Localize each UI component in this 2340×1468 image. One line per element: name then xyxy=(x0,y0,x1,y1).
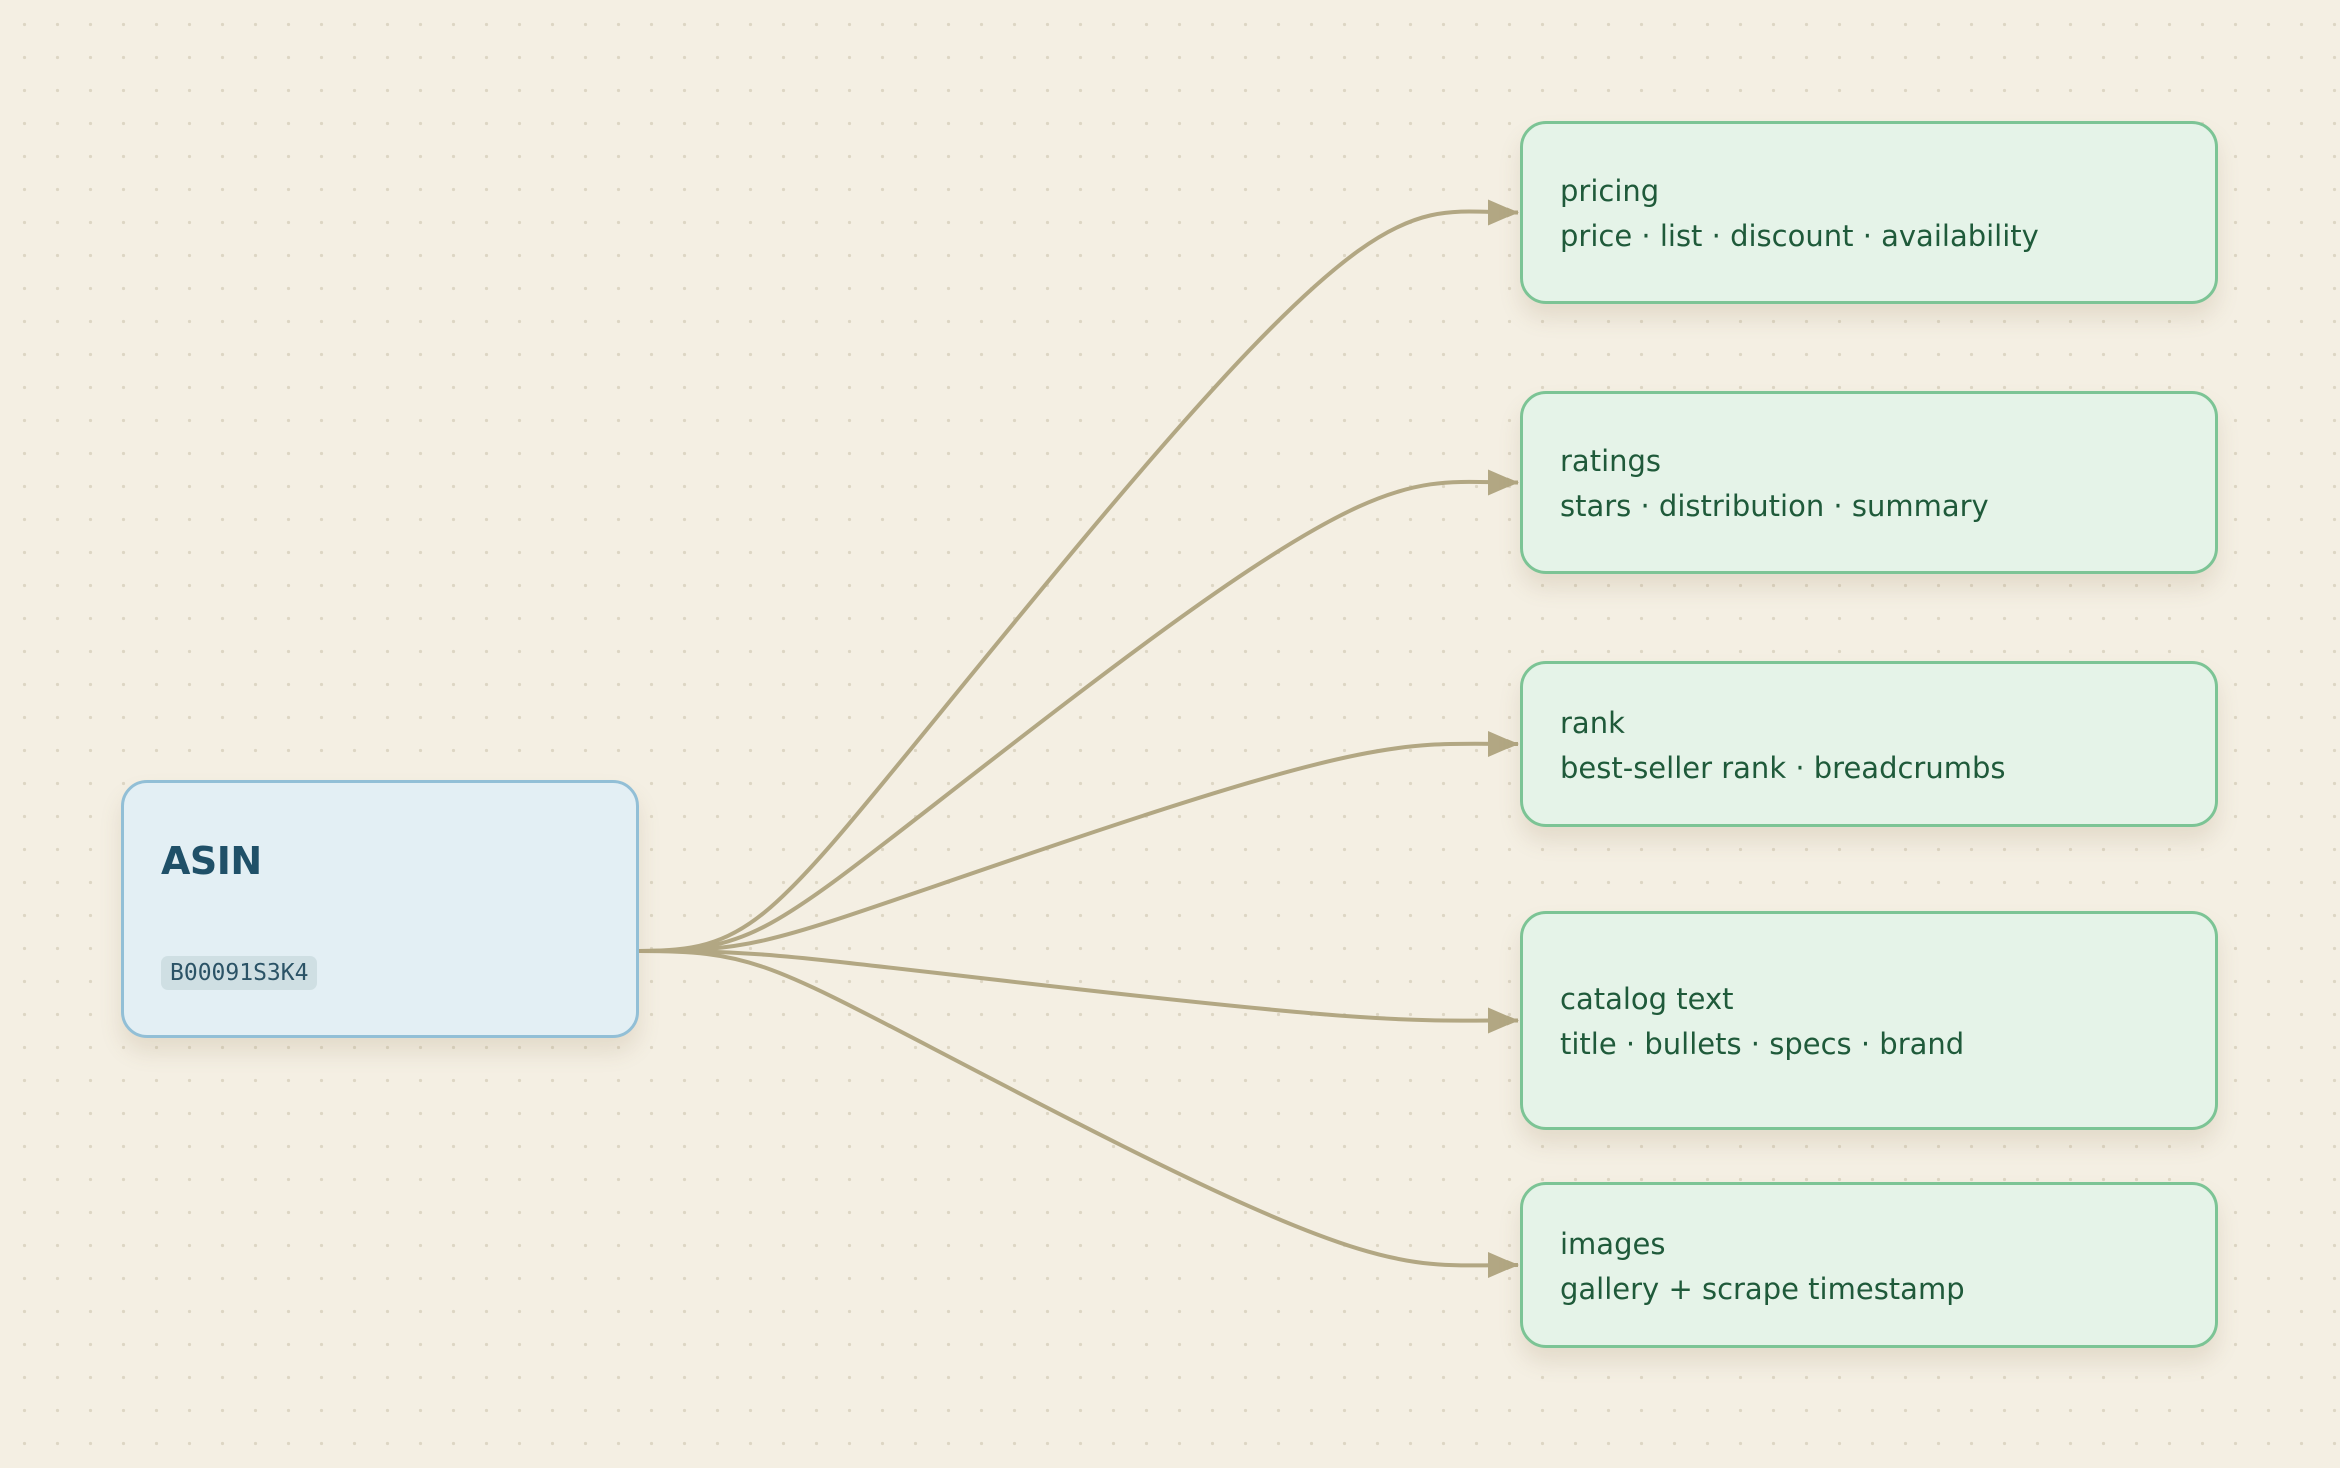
asin-node-title: ASIN xyxy=(161,839,262,883)
edge-asin-to-catalog-text xyxy=(638,949,1519,1026)
edge-asin-to-pricing xyxy=(638,207,1519,953)
edge-asin-to-ratings xyxy=(638,477,1519,953)
arrowhead-rank xyxy=(1488,731,1518,757)
rank-node-label: rank xyxy=(1560,706,1625,740)
rank-node[interactable]: rank best-seller rank · breadcrumbs xyxy=(1520,661,2218,827)
pricing-node[interactable]: pricing price · list · discount · availa… xyxy=(1520,121,2218,304)
pricing-node-detail: price · list · discount · availability xyxy=(1560,219,2039,253)
arrowhead-catalog-text xyxy=(1488,1007,1518,1034)
asin-node[interactable]: ASIN B00091S3K4 xyxy=(121,780,639,1038)
arrowhead-pricing xyxy=(1488,199,1518,226)
catalog-text-node-label: catalog text xyxy=(1560,982,1734,1016)
images-node-detail: gallery + scrape timestamp xyxy=(1560,1272,1965,1306)
images-node-label: images xyxy=(1560,1227,1666,1261)
ratings-node[interactable]: ratings stars · distribution · summary xyxy=(1520,391,2218,574)
catalog-text-node-detail: title · bullets · specs · brand xyxy=(1560,1027,1965,1061)
ratings-node-label: ratings xyxy=(1560,444,1662,478)
catalog-text-node[interactable]: catalog text title · bullets · specs · b… xyxy=(1520,911,2218,1130)
edge-asin-to-rank xyxy=(638,738,1519,953)
pricing-node-label: pricing xyxy=(1560,174,1660,208)
arrowhead-ratings xyxy=(1488,469,1518,496)
edge-asin-to-images xyxy=(638,949,1519,1271)
rank-node-detail: best-seller rank · breadcrumbs xyxy=(1560,751,2006,785)
ratings-node-detail: stars · distribution · summary xyxy=(1560,489,1989,523)
arrowhead-images xyxy=(1488,1252,1518,1278)
asin-code-badge: B00091S3K4 xyxy=(161,956,318,990)
images-node[interactable]: images gallery + scrape timestamp xyxy=(1520,1182,2218,1348)
